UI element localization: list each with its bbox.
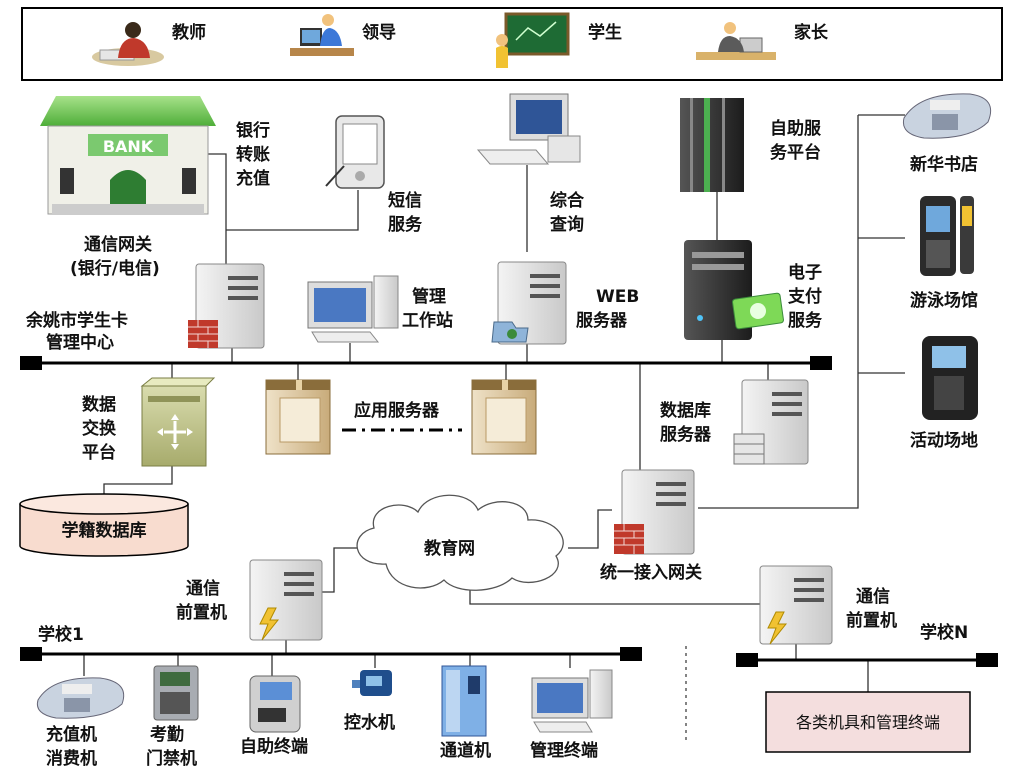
epay-label-line1: 电子 (788, 262, 822, 283)
schoolN-front-server-icon (759, 565, 833, 645)
bank-transfer-line1: 银行 (236, 120, 270, 141)
kiosk-label: 自助终端 (240, 736, 308, 757)
app-server-left-icon (265, 379, 331, 455)
center-backbone (20, 356, 832, 370)
data-exchange-icon (140, 377, 216, 467)
school1-bus (20, 647, 642, 661)
parent-illustration (696, 22, 776, 60)
leader-illustration (290, 14, 354, 56)
terminal-label: 管理终端 (530, 740, 598, 761)
role-leader: 领导 (362, 22, 396, 43)
bank-transfer-line2: 转账 (236, 144, 270, 165)
edu-net-label: 教育网 (423, 538, 475, 559)
recharge-pos-icon (36, 677, 125, 719)
unified-gateway-label: 统一接入网关 (600, 562, 702, 583)
role-student: 学生 (588, 22, 622, 43)
app-server-right-icon (471, 379, 537, 455)
self-service-kiosk-icon (249, 675, 301, 733)
self-service-label-line2: 务平台 (770, 142, 821, 163)
school1-front-label-line2: 前置机 (176, 602, 227, 623)
activity-access-terminal-icon (922, 336, 978, 420)
water-control-icon (352, 670, 392, 696)
attendance-label-line2: 门禁机 (146, 748, 197, 768)
turnstile-gate-icon (441, 665, 487, 737)
bookstore-label: 新华书店 (910, 154, 978, 175)
gateway-label-line2: (银行/电信) (70, 258, 160, 279)
schoolN-front-label-line2: 前置机 (846, 610, 897, 631)
schoolN-devices-label: 各类机具和管理终端 (796, 713, 940, 732)
web-server-label-line1: WEB (596, 287, 639, 307)
query-computer-icon (476, 93, 581, 165)
school1-front-label-line1: 通信 (186, 578, 220, 599)
schoolN-front-label-line1: 通信 (856, 586, 890, 607)
activity-label: 活动场地 (910, 430, 978, 451)
attendance-terminal-icon (153, 665, 199, 721)
water-control-label: 控水机 (344, 712, 395, 733)
bookstore-pos-icon (902, 93, 992, 139)
db-server-label-line2: 服务器 (660, 424, 712, 445)
recharge-label-line1: 充值机 (46, 724, 97, 745)
recharge-label-line2: 消费机 (46, 748, 97, 768)
unified-gateway-server-icon (614, 469, 695, 555)
db-server-label-line1: 数据库 (660, 400, 711, 421)
workstation-label-line1: 管理 (412, 286, 446, 307)
exchange-label-line3: 平台 (82, 442, 116, 463)
schoolN-devices-box (765, 691, 971, 753)
role-parent: 家长 (794, 22, 829, 43)
web-server-icon (491, 261, 567, 345)
epay-label-line3: 服务 (788, 310, 823, 331)
exchange-label-line2: 交换 (82, 418, 117, 439)
pool-label: 游泳场馆 (910, 290, 978, 311)
teacher-illustration (92, 22, 164, 66)
self-service-rack-icon (680, 98, 744, 192)
pool-handheld-icon (920, 196, 974, 276)
student-database-icon (19, 493, 189, 557)
role-teacher: 教师 (171, 22, 206, 43)
self-service-label-line1: 自助服 (770, 118, 822, 139)
student-illustration (496, 12, 570, 68)
bank-building-icon (40, 96, 216, 215)
gateway-label-line1: 通信网关 (84, 234, 152, 255)
student-db-label: 学籍数据库 (62, 520, 147, 541)
schoolN-bus (736, 653, 998, 667)
epay-server-icon (684, 240, 784, 340)
center-label-line2: 管理中心 (46, 332, 114, 353)
workstation-label-line2: 工作站 (402, 310, 453, 331)
db-server-icon (733, 379, 809, 465)
epay-label-line2: 支付 (788, 286, 822, 307)
school1-front-server-icon (249, 559, 323, 641)
workstation-icon (307, 275, 399, 343)
exchange-label-line1: 数据 (82, 394, 116, 415)
gate-label: 通道机 (440, 740, 491, 761)
bank-transfer-line3: 充值 (236, 168, 270, 189)
management-terminal-icon (531, 669, 613, 733)
attendance-label-line1: 考勤 (149, 724, 184, 745)
education-network-cloud (356, 494, 564, 591)
query-label-line1: 综合 (550, 190, 585, 211)
query-label-line2: 查询 (549, 214, 584, 235)
school1-label: 学校1 (38, 624, 84, 645)
center-label-line1: 余姚市学生卡 (25, 310, 128, 331)
sms-label-line1: 短信 (388, 190, 422, 211)
bank-sign: BANK (103, 137, 154, 156)
web-server-label-line2: 服务器 (576, 310, 628, 331)
app-server-label: 应用服务器 (354, 400, 440, 421)
schoolN-label: 学校N (920, 622, 968, 643)
sms-pda-icon (325, 115, 385, 189)
comm-gateway-server-icon (188, 263, 265, 349)
sms-label-line2: 服务 (388, 214, 423, 235)
